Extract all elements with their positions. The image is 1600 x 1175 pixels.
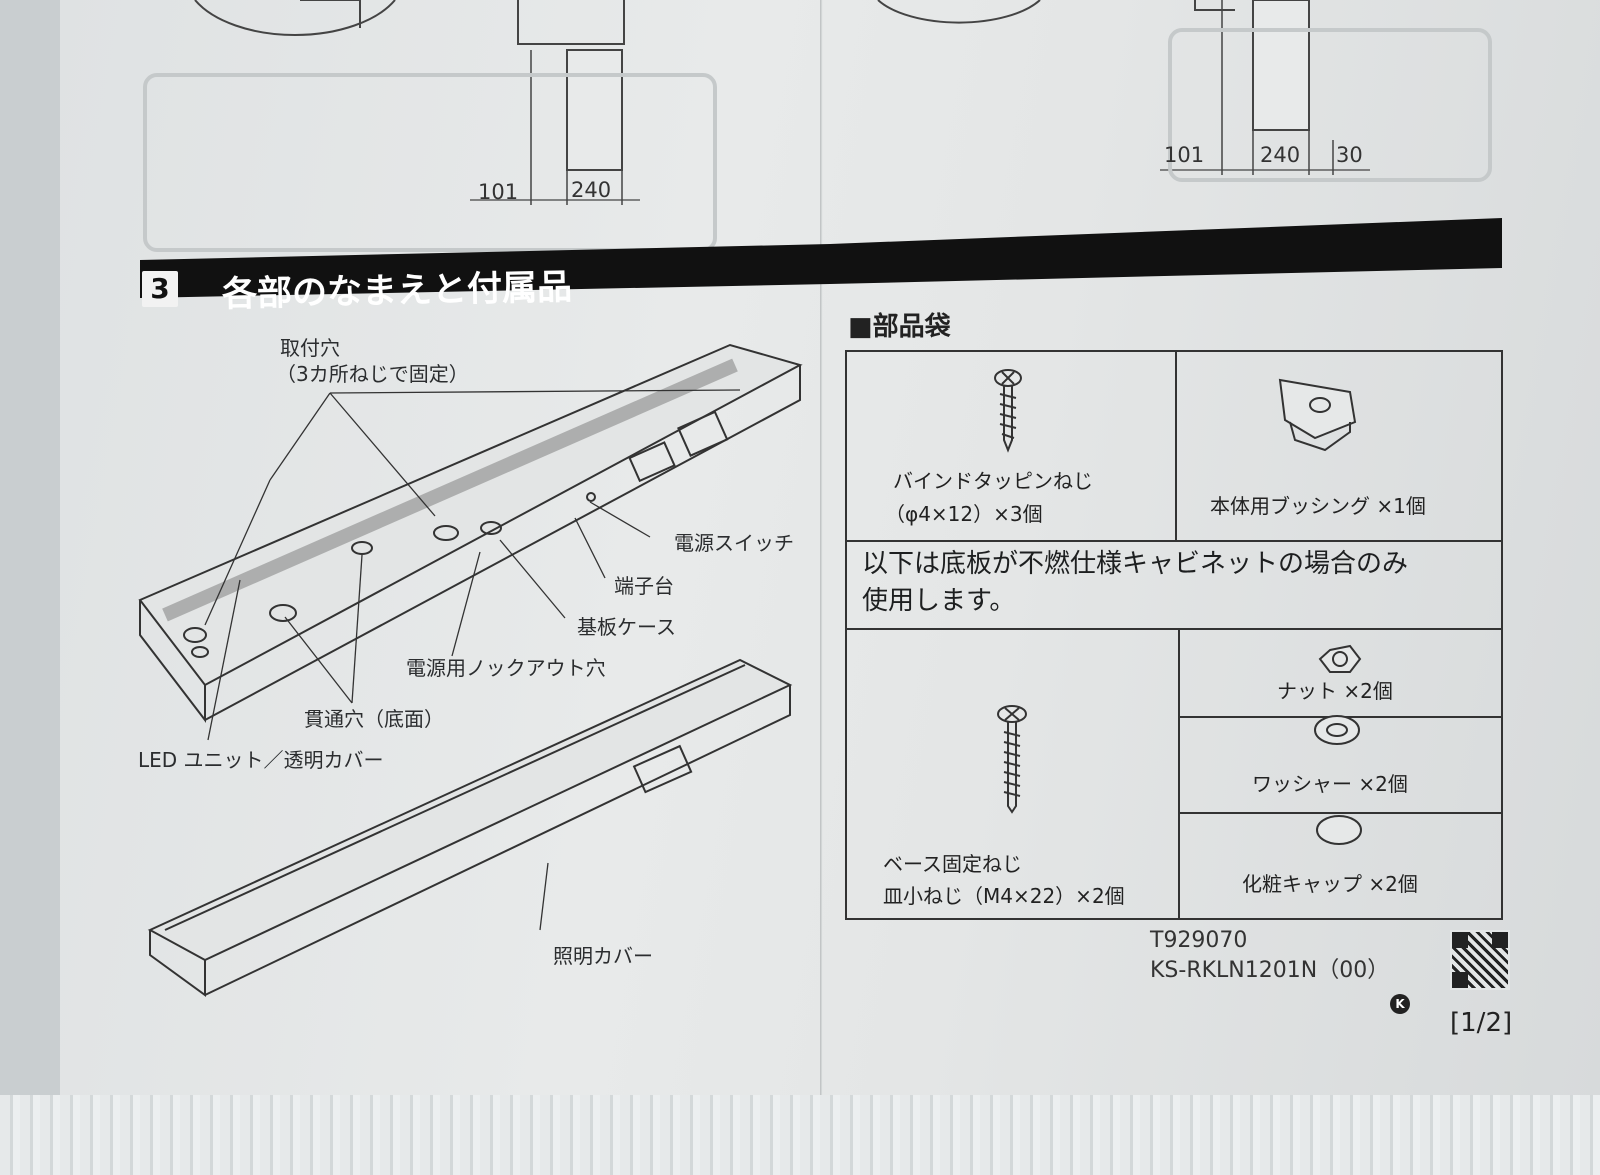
table-divider-bottom [1178,628,1180,920]
dim-left-240: 240 [571,178,612,202]
k-mark: K [1390,994,1410,1014]
label-led-unit: LED ユニット／透明カバー [138,748,384,772]
dim-right-240: 240 [1260,143,1301,167]
top-illustrations [143,0,1492,252]
table-row-line-4 [1178,812,1503,814]
table-divider-top [1175,350,1177,542]
label-board-case: 基板ケース [577,615,676,639]
product-codes: T929070 KS-RKLN1201N（00） [1150,926,1389,986]
dim-right-101: 101 [1164,143,1205,167]
table-border-top [845,350,1503,352]
dim-right-30: 30 [1336,143,1363,167]
label-mount-holes-note: （3カ所ねじで固定） [276,362,469,386]
washer-label: ワッシャー ×2個 [1252,772,1408,796]
table-row-line-2 [845,628,1503,630]
bushing-label: 本体用ブッシング ×1個 [1210,494,1426,518]
notice-line-1: 以下は底板が不燃仕様キャビネットの場合のみ [862,549,1409,579]
page-fold [820,0,823,1110]
base-screw-name: ベース固定ねじ [883,852,1022,876]
label-through-holes: 貫通穴（底面） [304,707,444,731]
label-light-cover: 照明カバー [553,944,653,968]
label-mount-holes: 取付穴 [280,336,340,360]
parts-bag-heading: ■部品袋 [848,312,951,342]
notice-line-2: 使用します。 [862,586,1016,616]
table-border-right [1501,350,1503,920]
label-knockout: 電源用ノックアウト穴 [406,656,606,680]
label-terminal-block: 端子台 [614,574,674,598]
page-number: [1/2] [1450,1008,1513,1038]
dim-left-101: 101 [478,180,519,204]
base-screw-qty: 皿小ねじ（M4×22）×2個 [883,884,1125,908]
bind-screw-qty: （φ4×12）×3個 [885,502,1043,526]
table-border-bottom [845,918,1503,920]
fixture-diagram [138,343,803,997]
model-code: KS-RKLN1201N（00） [1150,958,1390,983]
qr-code [1450,930,1510,990]
label-power-switch: 電源スイッチ [674,531,794,555]
table-row-line-1 [845,540,1503,542]
table-border-left [845,350,847,920]
bind-screw-name: バインドタッピンねじ [893,469,1093,493]
section-title: 各部のなまえと付属品 [221,267,573,315]
document-code: T929070 [1150,928,1248,953]
section-number: 3 [142,271,178,307]
parts-illustrations [994,369,1362,845]
background-tray [0,1095,1600,1175]
cap-label: 化粧キャップ ×2個 [1242,872,1418,896]
nut-label: ナット ×2個 [1277,679,1393,703]
